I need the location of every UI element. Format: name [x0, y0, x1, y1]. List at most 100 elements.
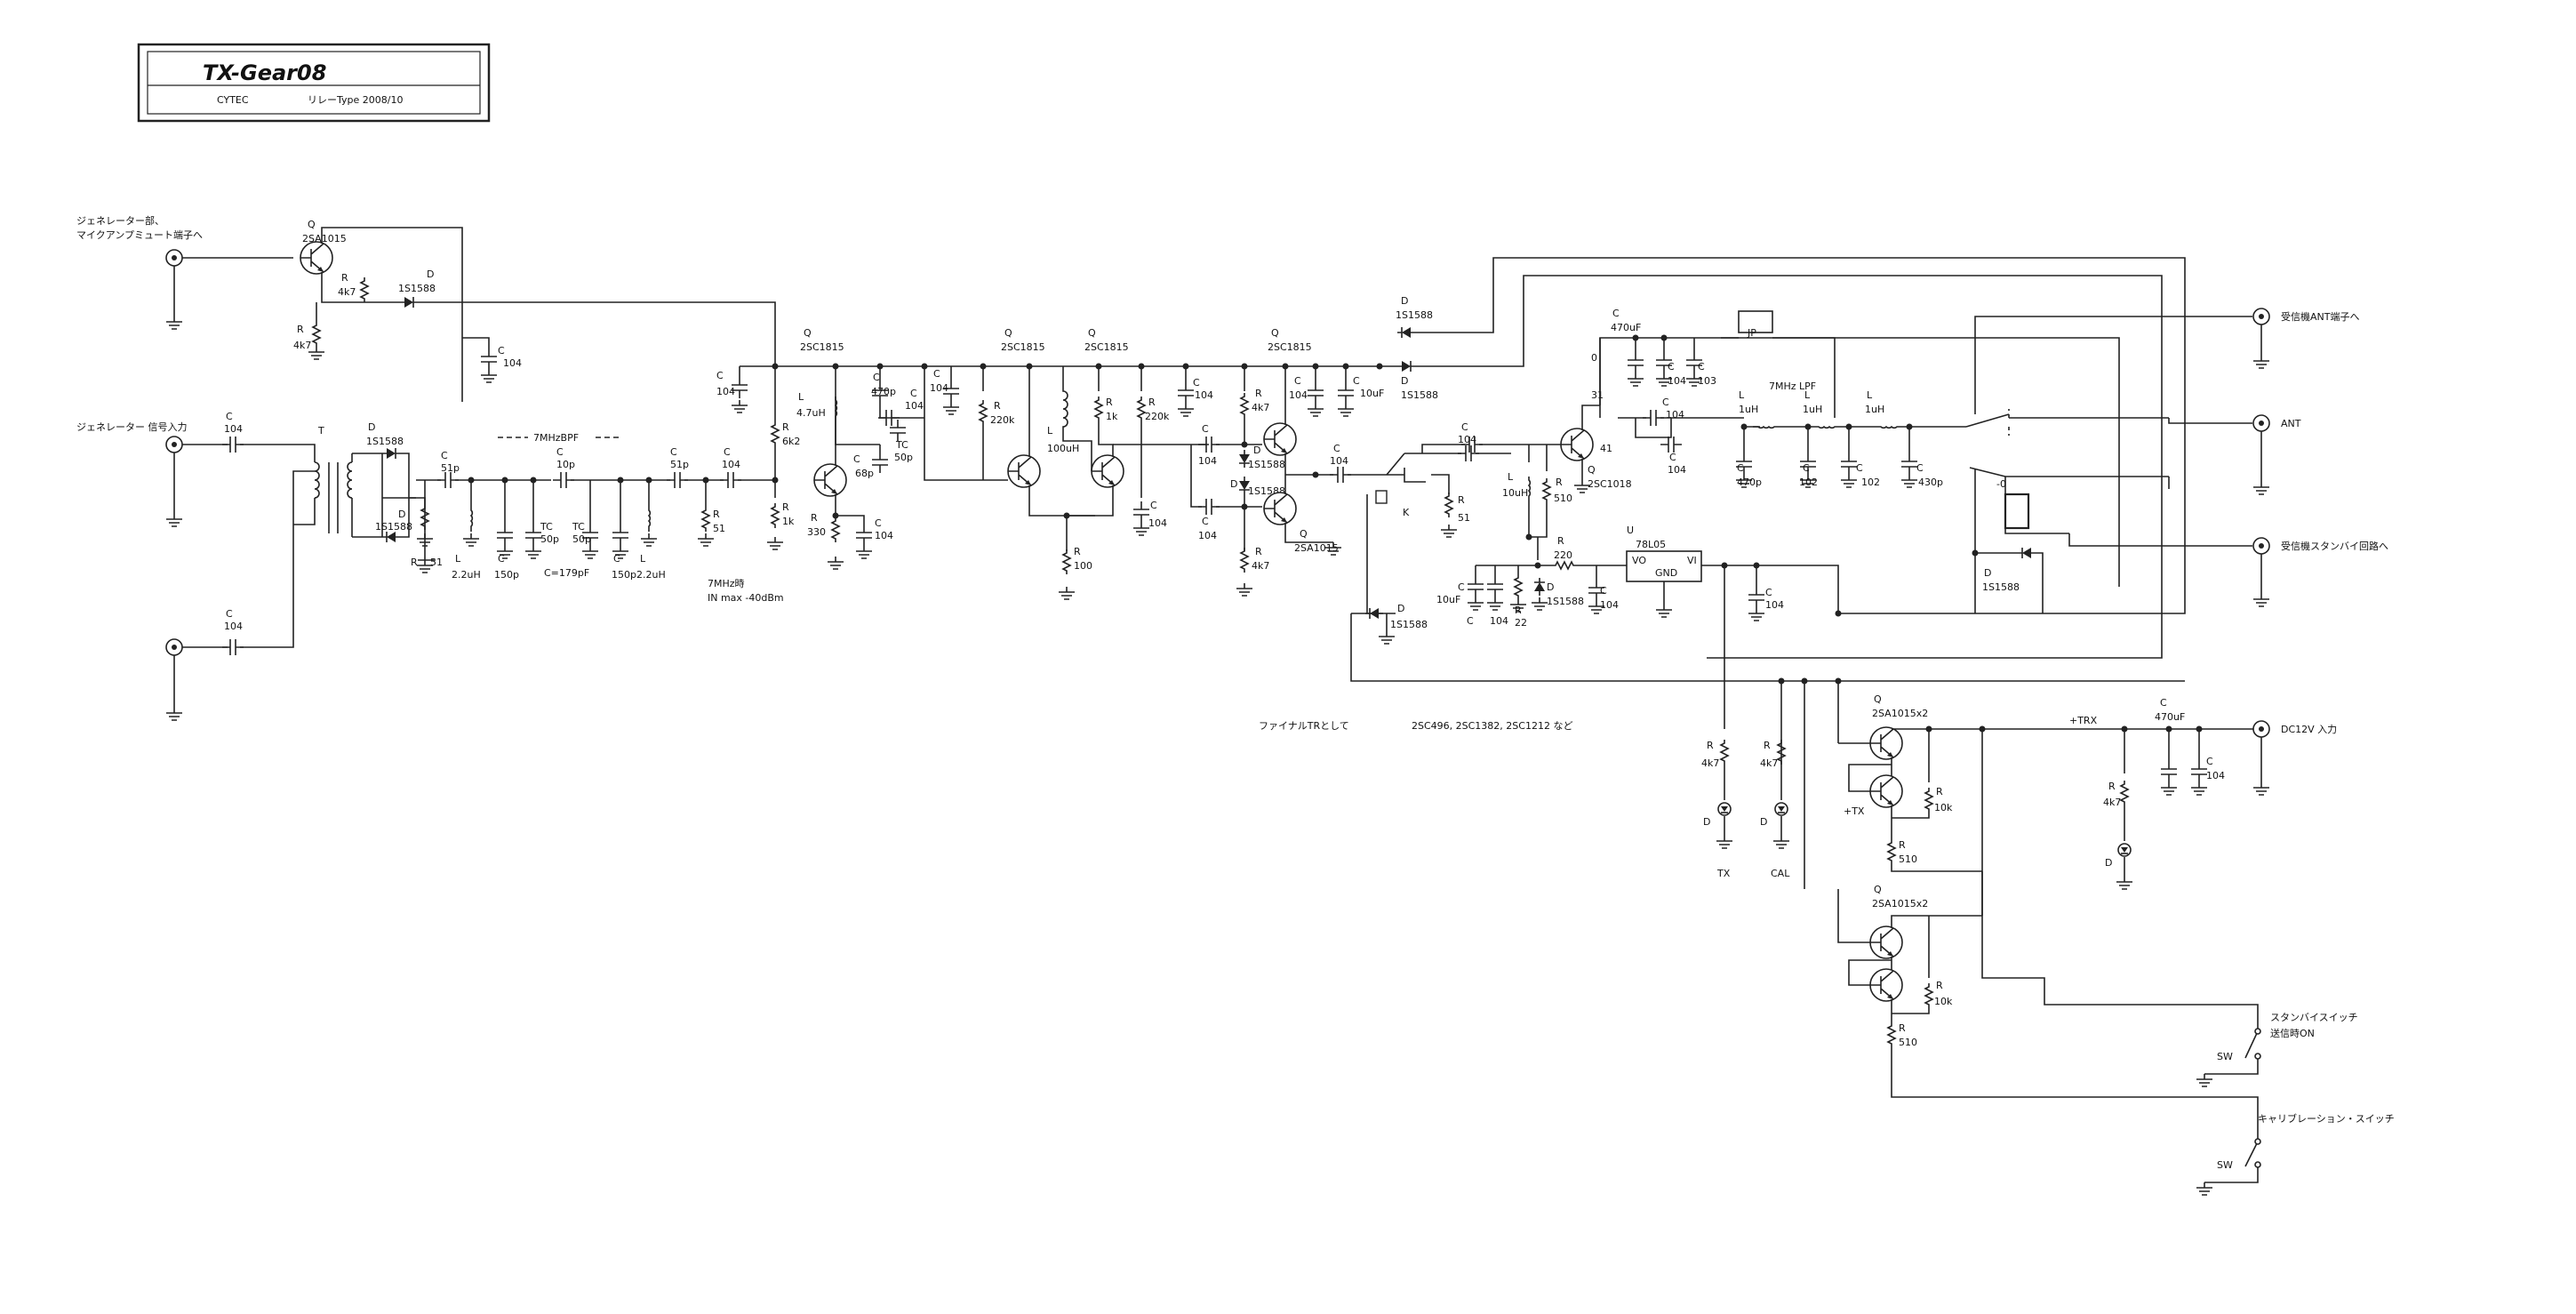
svg-text:1uH: 1uH: [1865, 404, 1884, 415]
svg-text:C: C: [724, 446, 731, 458]
svg-text:Q: Q: [1874, 884, 1882, 895]
bpf-in-note-2: IN max -40dBm: [708, 592, 784, 604]
svg-text:R: R: [1458, 494, 1465, 506]
svg-text:R: R: [811, 512, 818, 524]
svg-text:470uF: 470uF: [2155, 711, 2185, 723]
svg-text:104: 104: [1765, 599, 1784, 611]
title-text: TX-Gear08: [203, 60, 326, 85]
svg-text:4k7: 4k7: [293, 340, 311, 351]
svg-text:104: 104: [875, 530, 893, 541]
svg-text:C: C: [716, 370, 724, 381]
svg-text:31: 31: [1591, 389, 1604, 401]
svg-text:510: 510: [1554, 493, 1572, 504]
svg-text:C: C: [1467, 615, 1474, 627]
svg-text:D: D: [2105, 857, 2112, 869]
svg-text:10p: 10p: [556, 459, 575, 470]
svg-text:C: C: [875, 517, 882, 529]
svg-text:R: R: [782, 421, 789, 433]
q7-type: 2SC1018: [1588, 478, 1632, 490]
svg-text:D: D: [1230, 478, 1237, 490]
svg-text:R: R: [782, 501, 789, 513]
svg-text:R: R: [1557, 535, 1564, 547]
svg-text:C: C: [226, 411, 233, 422]
svg-text:L: L: [640, 553, 646, 565]
svg-text:C: C: [498, 345, 505, 357]
svg-text:Q: Q: [1300, 528, 1308, 540]
svg-text:1k: 1k: [1106, 411, 1118, 422]
svg-text:R: R: [1515, 605, 1522, 616]
svg-text:220: 220: [1554, 549, 1572, 561]
svg-text:C: C: [1202, 516, 1209, 527]
svg-text:R: R: [1255, 388, 1262, 399]
svg-text:L: L: [1739, 389, 1745, 401]
q6-type: 2SA1015: [1294, 542, 1339, 554]
svg-text:1S1588: 1S1588: [1248, 459, 1285, 470]
gen-signal-label: ジェネレーター 信号入力: [76, 421, 188, 433]
junctions: [468, 334, 2203, 733]
svg-text:C: C: [670, 446, 677, 458]
svg-text:C: C: [1916, 462, 1924, 474]
svg-text:D: D: [427, 268, 434, 280]
svg-text:C: C: [2160, 697, 2167, 709]
svg-text:4k7: 4k7: [1252, 560, 1269, 572]
svg-text:104: 104: [716, 386, 735, 397]
svg-text:1k: 1k: [782, 516, 795, 527]
svg-text:C: C: [1150, 500, 1157, 511]
bpf-c-note: C=179pF: [544, 567, 589, 579]
svg-text:R: R: [713, 509, 720, 520]
svg-text:104: 104: [1490, 615, 1508, 627]
svg-text:4k7: 4k7: [1252, 402, 1269, 413]
svg-text:510: 510: [1899, 853, 1917, 865]
svg-text:510: 510: [1899, 1037, 1917, 1048]
svg-text:SW: SW: [2217, 1051, 2233, 1062]
svg-text:104: 104: [1600, 599, 1619, 611]
final-tr-parts: 2SC496, 2SC1382, 2SC1212 など: [1412, 720, 1572, 732]
qsw2-type: 2SA1015x2: [1872, 898, 1928, 909]
svg-text:D: D: [1253, 445, 1260, 456]
svg-text:470p: 470p: [1737, 477, 1762, 488]
rx-ant-label: 受信機ANT端子へ: [2281, 310, 2359, 323]
svg-text:C: C: [1856, 462, 1863, 474]
svg-text:100: 100: [1074, 560, 1092, 572]
svg-text:104: 104: [1289, 389, 1308, 401]
svg-text:L: L: [1508, 471, 1514, 483]
svg-text:-0: -0: [1996, 478, 2006, 490]
q3-type: 2SC1815: [1001, 341, 1045, 353]
svg-text:41: 41: [1600, 443, 1612, 454]
svg-text:470uF: 470uF: [1611, 322, 1641, 333]
svg-text:4k7: 4k7: [2103, 797, 2121, 808]
gen-mic-label-2: マイクアンプミュート端子へ: [76, 229, 203, 241]
svg-text:C: C: [1333, 443, 1340, 454]
svg-text:10uH: 10uH: [1502, 487, 1528, 499]
svg-text:C: C: [1765, 587, 1772, 598]
svg-text:R: R: [1936, 980, 1943, 991]
q2-type: 2SC1815: [800, 341, 844, 353]
svg-text:104: 104: [224, 621, 243, 632]
svg-text:104: 104: [1148, 517, 1167, 529]
svg-text:103: 103: [1698, 375, 1716, 387]
svg-text:GND: GND: [1655, 567, 1677, 579]
svg-text:4k7: 4k7: [1701, 757, 1719, 769]
svg-text:C: C: [1461, 421, 1468, 433]
svg-text:102: 102: [1799, 477, 1818, 488]
svg-text:C: C: [1737, 462, 1744, 474]
svg-text:R: R: [1764, 740, 1771, 751]
svg-text:2.2uH: 2.2uH: [452, 569, 481, 581]
svg-text:TC: TC: [572, 521, 585, 533]
svg-text:Q: Q: [1004, 327, 1012, 339]
svg-text:L: L: [1804, 389, 1811, 401]
svg-text:1S1588: 1S1588: [1982, 581, 2020, 593]
svg-text:R: R: [1899, 839, 1906, 851]
svg-text:SW: SW: [2217, 1159, 2233, 1171]
svg-text:C: C: [1193, 377, 1200, 389]
q5-type: 2SC1815: [1268, 341, 1312, 353]
led-tx-label: TX: [1716, 868, 1731, 879]
svg-text:104: 104: [1195, 389, 1213, 401]
title-block: TX-Gear08 CYTEC リレーType 2008/10: [137, 43, 491, 123]
